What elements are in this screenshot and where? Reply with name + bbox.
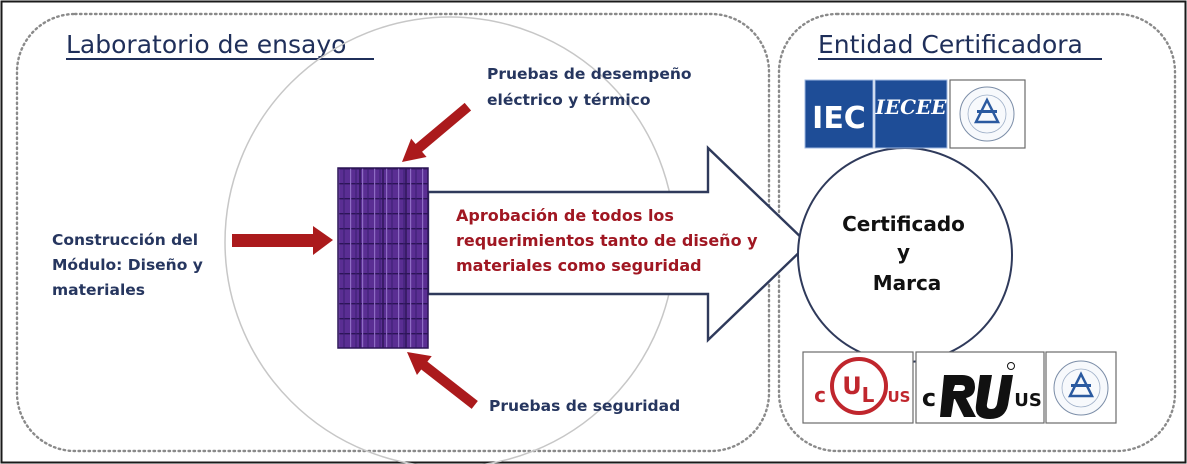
solar-module <box>337 167 429 349</box>
iecee-logo: IECEE <box>874 79 948 149</box>
label-construction: Construcción del Módulo: Diseño y materi… <box>52 231 208 299</box>
tuv-logo-bottom <box>1045 351 1117 424</box>
approval-arrow <box>426 145 810 343</box>
svg-text:c: c <box>922 384 936 412</box>
svg-text:L: L <box>862 383 875 407</box>
arrow-performance <box>402 102 472 162</box>
certificate-text: Certificado y Marca <box>842 212 972 295</box>
svg-text:IECEE: IECEE <box>874 95 947 119</box>
approval-text: Aprobación de todos los requerimientos t… <box>456 206 763 275</box>
arrow-construction <box>232 226 333 255</box>
svg-text:c: c <box>814 383 826 407</box>
svg-text:IEC: IEC <box>812 101 866 136</box>
entity-title: Entidad Certificadora <box>818 30 1083 59</box>
lab-title: Laboratorio de ensayo <box>66 30 346 59</box>
svg-text:US: US <box>1014 390 1042 411</box>
ul-listed-logo: c U L US <box>802 351 914 424</box>
svg-text:US: US <box>888 388 911 406</box>
recognized-component-mark <box>940 362 1015 419</box>
label-performance: Pruebas de desempeño eléctrico y térmico <box>487 65 697 109</box>
arrow-safety <box>407 352 478 409</box>
label-safety: Pruebas de seguridad <box>489 397 680 415</box>
svg-text:U: U <box>842 372 862 400</box>
ul-recognized-logo: c US <box>915 351 1045 424</box>
tuv-logo-top <box>949 79 1026 149</box>
iec-logo: IEC <box>804 79 874 149</box>
